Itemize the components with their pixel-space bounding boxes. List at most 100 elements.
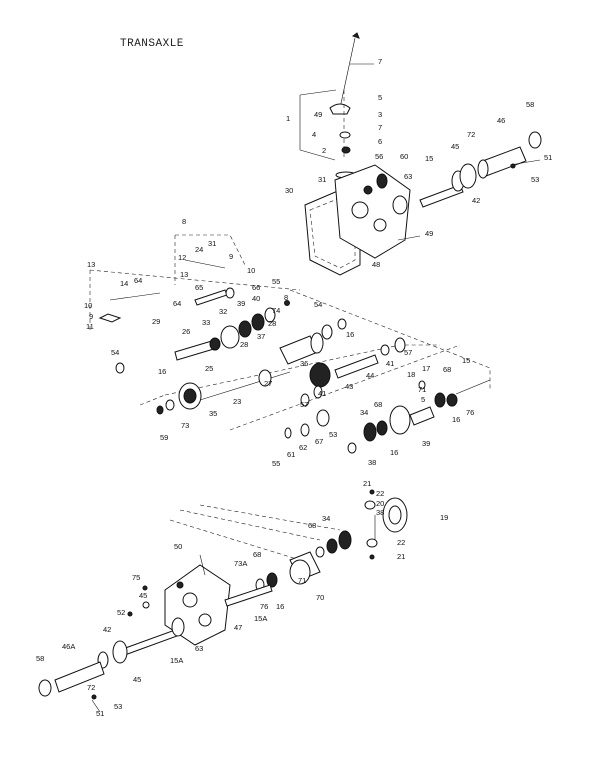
part-number-label: 73A — [234, 559, 247, 568]
part-number-label: 36 — [300, 359, 308, 368]
shift-fork — [98, 313, 122, 323]
part-number-label: 34 — [360, 408, 368, 417]
part-number-label: 63 — [404, 172, 412, 181]
part-number-label: 55 — [272, 459, 280, 468]
part-number-label: 57 — [300, 400, 308, 409]
part-number-label: 32 — [219, 307, 227, 316]
lower-housing-group — [38, 504, 352, 713]
part-number-label: 15 — [425, 154, 433, 163]
part-number-label: 16 — [158, 367, 166, 376]
axle-housing — [54, 661, 105, 693]
part-number-label: 31 — [208, 239, 216, 248]
part-number-label: 73 — [181, 421, 189, 430]
part-number-label: 27 — [264, 379, 272, 388]
shifter-group — [89, 234, 301, 330]
part-number-label: 16 — [452, 415, 460, 424]
part-number-label: 6 — [378, 137, 382, 146]
part-number-label: 15A — [254, 614, 267, 623]
part-number-label: 75 — [132, 573, 140, 582]
part-number-label: 54 — [111, 348, 119, 357]
shift-rod — [194, 289, 228, 306]
part-number-label: 14 — [120, 279, 128, 288]
part-number-label: 16 — [276, 602, 284, 611]
part-number-label: 21 — [363, 479, 371, 488]
part-number-label: 74 — [272, 306, 280, 315]
part-number-label: 60 — [400, 152, 408, 161]
part-number-label: 13 — [87, 260, 95, 269]
bushing — [528, 131, 542, 149]
part-number-label: 39 — [237, 299, 245, 308]
gear — [220, 325, 240, 349]
part-number-label: 45 — [139, 591, 147, 600]
part-number-label: 50 — [174, 542, 182, 551]
part-number-label: 49 — [314, 110, 322, 119]
part-number-label: 58 — [526, 100, 534, 109]
part-number-label: 72 — [467, 130, 475, 139]
axle-shaft — [419, 184, 464, 208]
part-number-label: 23 — [233, 397, 241, 406]
case-half-upper — [334, 164, 411, 259]
part-number-label: 25 — [205, 364, 213, 373]
part-number-label: 43 — [345, 382, 353, 391]
bushing — [38, 679, 52, 697]
part-number-label: 11 — [86, 322, 94, 331]
part-number-label: 19 — [440, 513, 448, 522]
part-number-label: 51 — [544, 153, 552, 162]
part-number-label: 39 — [422, 439, 430, 448]
gear — [389, 405, 411, 435]
part-number-label: 37 — [257, 332, 265, 341]
part-number-label: 42 — [472, 196, 480, 205]
part-number-label: 53 — [531, 175, 539, 184]
part-number-label: 12 — [178, 253, 186, 262]
part-number-label: 1 — [286, 114, 290, 123]
part-number-label: 40 — [252, 294, 260, 303]
part-number-label: 68 — [253, 550, 261, 559]
part-number-label: 4 — [312, 130, 316, 139]
part-number-label: 3 — [378, 110, 382, 119]
part-number-label: 46 — [497, 116, 505, 125]
part-number-label: 48 — [372, 260, 380, 269]
part-number-label: 68 — [443, 365, 451, 374]
part-number-label: 63 — [195, 644, 203, 653]
axle-shaft — [224, 584, 273, 607]
part-number-label: 44 — [366, 371, 374, 380]
part-number-label: 9 — [229, 252, 233, 261]
part-number-label: 52 — [117, 608, 125, 617]
part-number-label: 16 — [346, 330, 354, 339]
part-number-label: 61 — [287, 450, 295, 459]
part-number-label: 57 — [404, 348, 412, 357]
part-number-label: 53 — [114, 702, 122, 711]
input-shaft — [334, 354, 379, 379]
bearing — [392, 195, 408, 215]
part-number-label: 22 — [397, 538, 405, 547]
gear — [309, 362, 331, 388]
part-number-label: 5 — [378, 93, 382, 102]
part-number-label: 54 — [314, 300, 322, 309]
part-number-label: 5 — [421, 395, 425, 404]
shift-lever-tip — [351, 32, 360, 39]
part-number-label: 17 — [422, 364, 430, 373]
part-number-label: 28 — [268, 319, 276, 328]
part-number-label: 62 — [299, 443, 307, 452]
part-number-label: 16 — [390, 448, 398, 457]
part-number-label: 24 — [195, 245, 203, 254]
axle-shaft — [119, 629, 178, 657]
part-number-label: 33 — [202, 318, 210, 327]
diagram-title: TRANSAXLE — [120, 38, 184, 50]
part-number-label: 28 — [240, 340, 248, 349]
part-number-label: 21 — [397, 552, 405, 561]
part-number-label: 20 — [376, 499, 384, 508]
part-number-label: 46A — [62, 642, 75, 651]
part-number-label: 59 — [160, 433, 168, 442]
part-number-label: 41 — [386, 359, 394, 368]
part-number-label: 51 — [96, 709, 104, 718]
part-number-label: 38 — [376, 508, 384, 517]
part-number-label: 68 — [308, 521, 316, 530]
part-number-label: 31 — [318, 175, 326, 184]
part-number-label: 41 — [318, 389, 326, 398]
part-number-label: 7 — [378, 123, 382, 132]
part-number-label: 45 — [451, 142, 459, 151]
part-number-label: 30 — [285, 186, 293, 195]
part-number-label: 71 — [418, 385, 426, 394]
differential-group — [364, 489, 408, 560]
